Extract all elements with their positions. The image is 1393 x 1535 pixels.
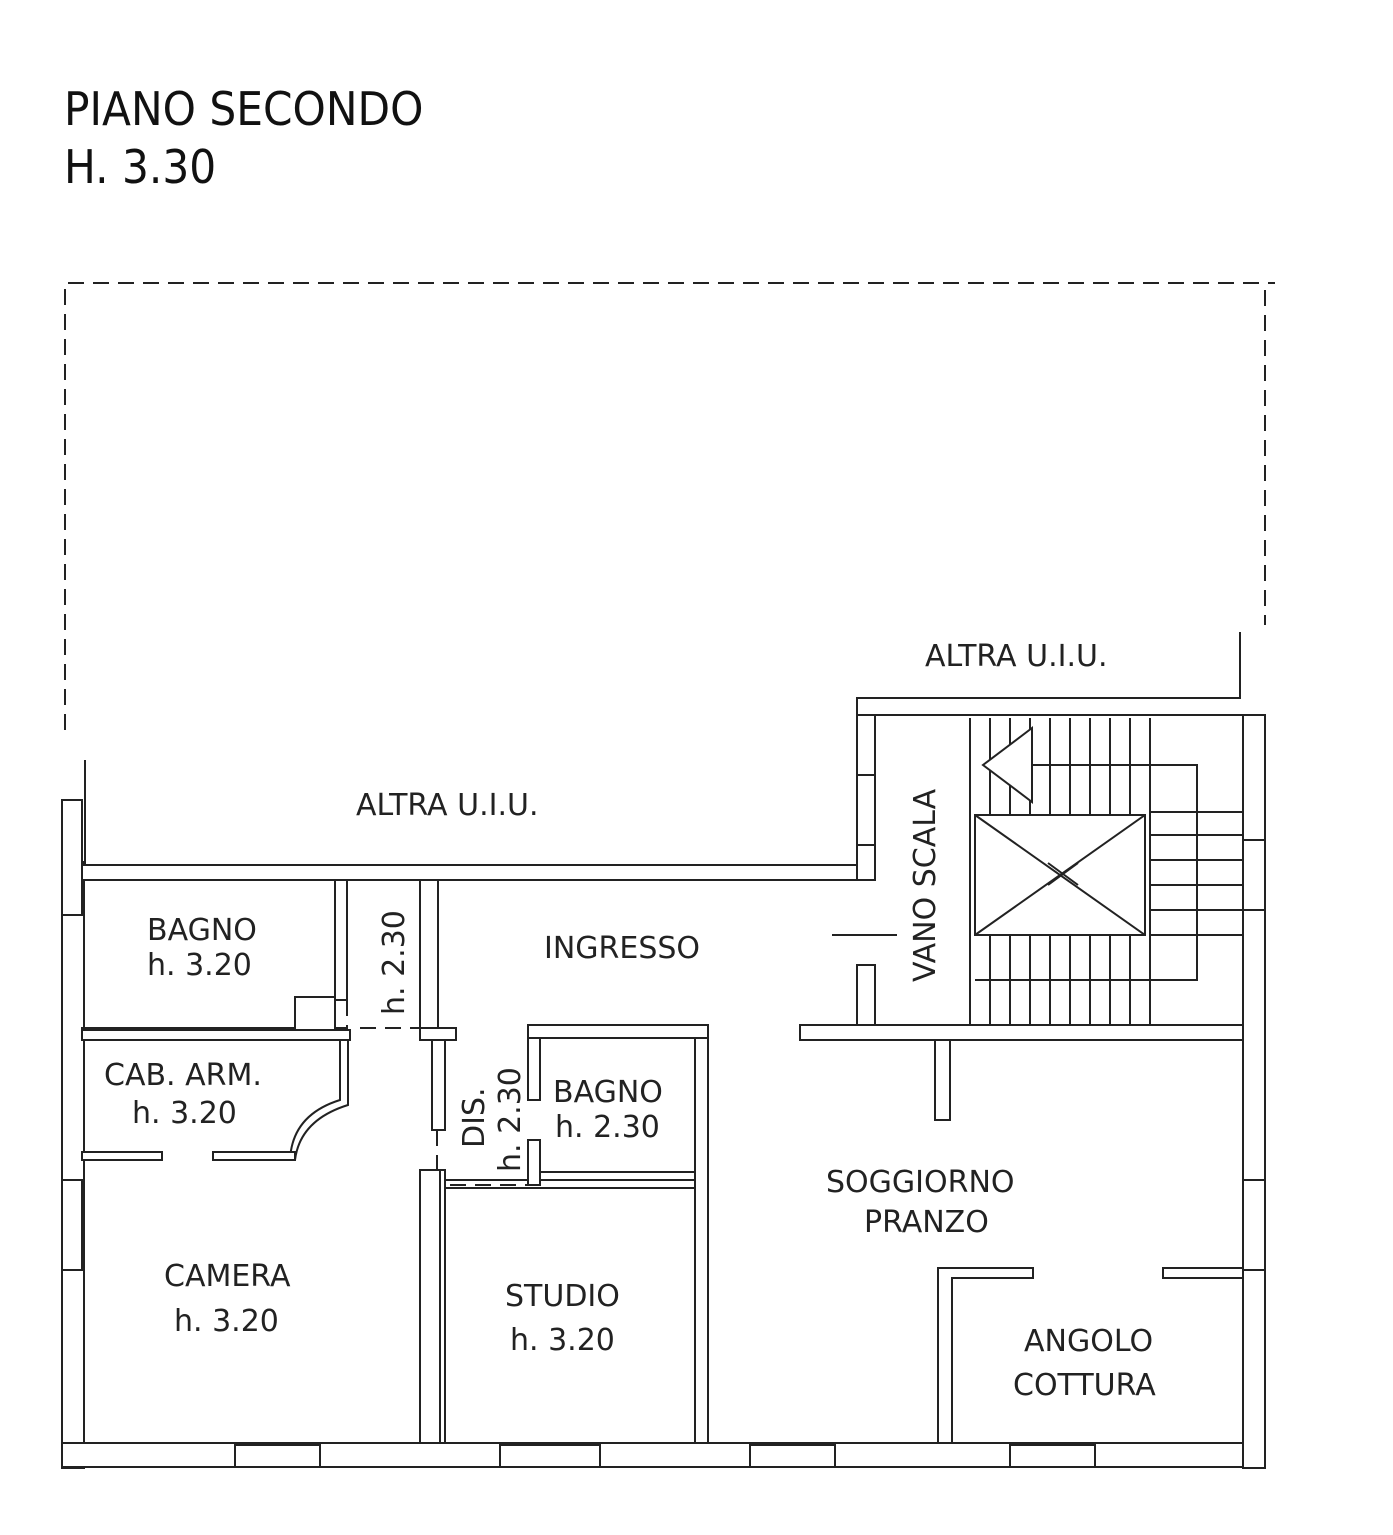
property-boundary: [64, 282, 1275, 730]
label-angolo: ANGOLO: [1024, 1324, 1153, 1359]
label-pranzo: PRANZO: [864, 1205, 989, 1240]
label-dis-height: h. 2.30: [493, 1067, 528, 1172]
room-labels: ALTRA U.I.U. ALTRA U.I.U. BAGNO h. 3.20 …: [104, 639, 1156, 1403]
label-bagno-height: h. 3.20: [147, 948, 252, 983]
label-bagno: BAGNO: [147, 913, 257, 948]
label-bagno-2-height: h. 2.30: [555, 1110, 660, 1145]
label-altra-uiu-left: ALTRA U.I.U.: [356, 788, 539, 823]
label-bagno-2: BAGNO: [553, 1075, 663, 1110]
label-studio-height: h. 3.20: [510, 1323, 615, 1358]
staircase: [969, 718, 1243, 1025]
label-camera: CAMERA: [164, 1259, 291, 1294]
label-vano-scala: VANO SCALA: [908, 788, 943, 982]
stair-direction-arrow-icon: [981, 725, 1033, 805]
label-corridor-height: h. 2.30: [377, 910, 412, 1015]
windows: [61, 799, 1266, 1468]
label-studio: STUDIO: [505, 1279, 620, 1314]
label-cab-arm: CAB. ARM.: [104, 1058, 262, 1093]
label-altra-uiu-top: ALTRA U.I.U.: [925, 639, 1108, 674]
floor-title: PIANO SECONDO: [64, 82, 424, 136]
label-ingresso: INGRESSO: [544, 931, 700, 966]
floor-height: H. 3.30: [64, 140, 217, 194]
label-camera-height: h. 3.20: [174, 1304, 279, 1339]
label-dis: DIS.: [457, 1087, 492, 1148]
label-cab-arm-height: h. 3.20: [132, 1096, 237, 1131]
label-soggiorno: SOGGIORNO: [826, 1165, 1015, 1200]
label-cottura: COTTURA: [1013, 1368, 1156, 1403]
